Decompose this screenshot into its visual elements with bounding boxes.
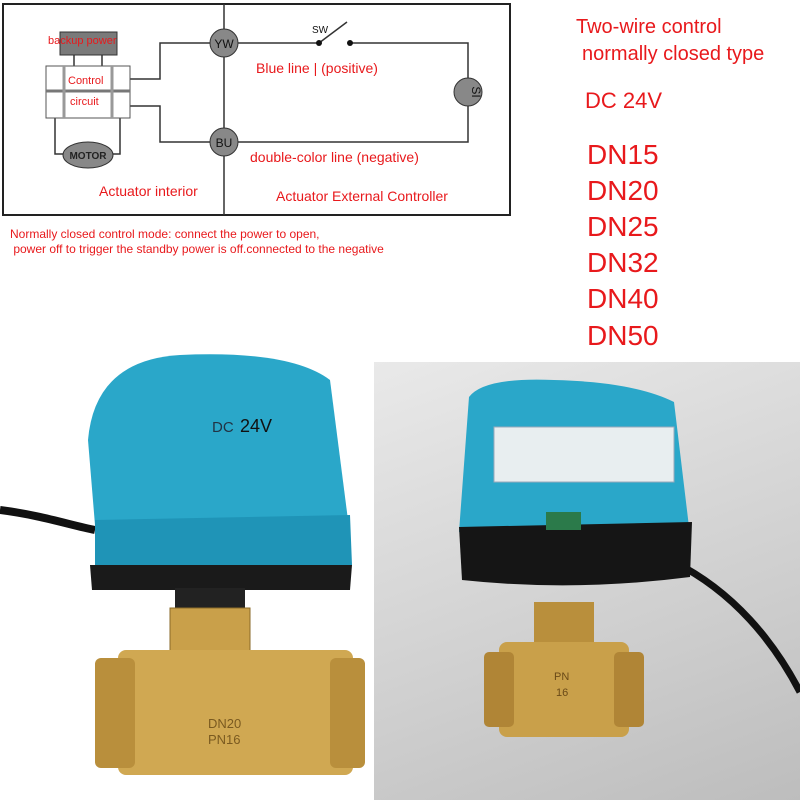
sw-label: SW [312,25,329,36]
backup-power-block [59,31,118,56]
size-dn32: DN32 [587,247,659,278]
actuator-external-label: Actuator External Controller [276,188,448,204]
backup-power-label: backup power [48,35,117,47]
note-line-2: power off to trigger the standby power i… [10,242,384,256]
spec-voltage: DC 24V [585,88,663,113]
si-terminal [453,77,483,107]
left-label-24v: 24V [240,416,272,436]
size-dn15: DN15 [587,139,659,170]
blue-line-label: Blue line | (positive) [256,60,378,76]
actuator-interior-label: Actuator interior [99,183,198,199]
motor-label: MOTOR [69,151,107,162]
yw-terminal [209,28,239,58]
bu-label: BU [216,136,233,150]
motor-shape [62,141,114,169]
spec-title-2: normally closed type [582,43,765,65]
size-dn25: DN25 [587,211,659,242]
circuit-label: circuit [70,96,99,108]
control-label: Control [68,75,103,87]
size-dn20: DN20 [587,175,659,206]
left-body-mark-2: PN16 [208,732,241,747]
double-color-line-label: double-color line (negative) [250,149,419,165]
wiring-diagram: backup power Control circuit MOTOR YW BU… [2,3,511,216]
right-body-mark-2: 16 [556,687,568,699]
spec-title-1: Two-wire control [576,16,722,38]
right-body-mark-1: PN [554,671,569,683]
size-dn40: DN40 [587,283,659,314]
valve-photo-right: PN 16 [374,362,800,800]
size-dn50: DN50 [587,320,659,351]
valve-photo-left: DC 24V DN20 PN16 [0,354,365,775]
bu-terminal [209,127,239,157]
left-label-dc: DC [212,419,234,436]
left-body-mark-1: DN20 [208,716,241,731]
yw-label: YW [214,37,234,51]
si-label: SI [469,86,483,97]
note-line-1: Normally closed control mode: connect th… [10,227,320,241]
